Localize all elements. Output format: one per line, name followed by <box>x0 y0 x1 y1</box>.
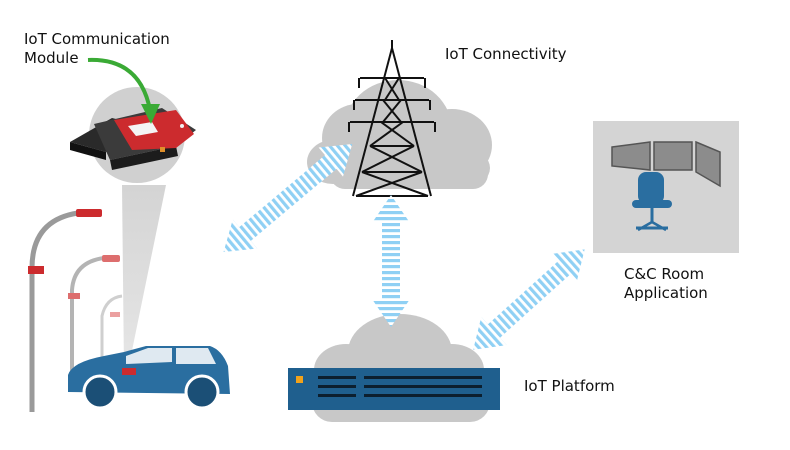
street-lamp-icon <box>28 209 102 412</box>
module-label-line2: Module <box>24 49 79 67</box>
street-lamp-icon <box>100 294 123 380</box>
monitor-wall-icon <box>611 140 721 188</box>
office-chair-icon <box>632 172 672 232</box>
module-label: IoT Communication Module <box>24 30 170 68</box>
platform-label: IoT Platform <box>524 377 615 395</box>
arrow-platform-room <box>473 249 585 350</box>
connectivity-label: IoT Connectivity <box>445 45 567 63</box>
communication-module-icon <box>70 108 196 170</box>
arrow-module-connectivity <box>223 144 353 252</box>
cc-room-label: C&C Room Application <box>624 265 708 303</box>
server-icon <box>288 368 500 410</box>
transmission-tower-icon <box>348 40 436 197</box>
street-lamp-icon <box>68 255 120 392</box>
cc-room-panel <box>593 121 739 253</box>
green-pointer-arrow <box>87 57 160 124</box>
cc-room-label-line2: Application <box>624 284 708 302</box>
arrow-connectivity-platform <box>372 195 410 327</box>
module-label-line1: IoT Communication <box>24 30 170 48</box>
car-icon <box>68 346 230 410</box>
cc-room-label-line1: C&C Room <box>624 265 705 283</box>
